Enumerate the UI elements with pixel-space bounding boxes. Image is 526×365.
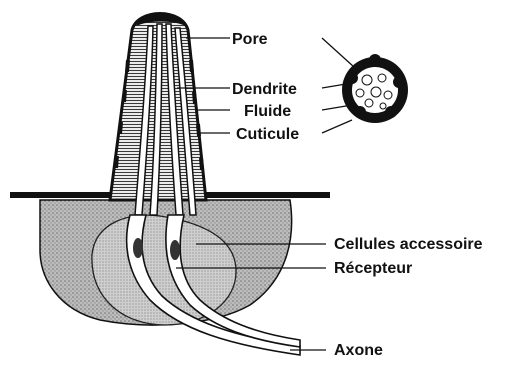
- label-dendrite: Dendrite: [232, 81, 297, 98]
- label-fluide: Fluide: [244, 103, 291, 120]
- receptor-nucleus-right: [170, 240, 180, 260]
- label-cuticule: Cuticule: [236, 126, 299, 143]
- receptor-nucleus-left: [133, 238, 143, 258]
- label-axone: Axone: [334, 342, 383, 359]
- label-pore: Pore: [232, 31, 268, 48]
- label-recepteur: Récepteur: [334, 260, 412, 277]
- label-cellules-accessoire: Cellules accessoire: [334, 236, 483, 253]
